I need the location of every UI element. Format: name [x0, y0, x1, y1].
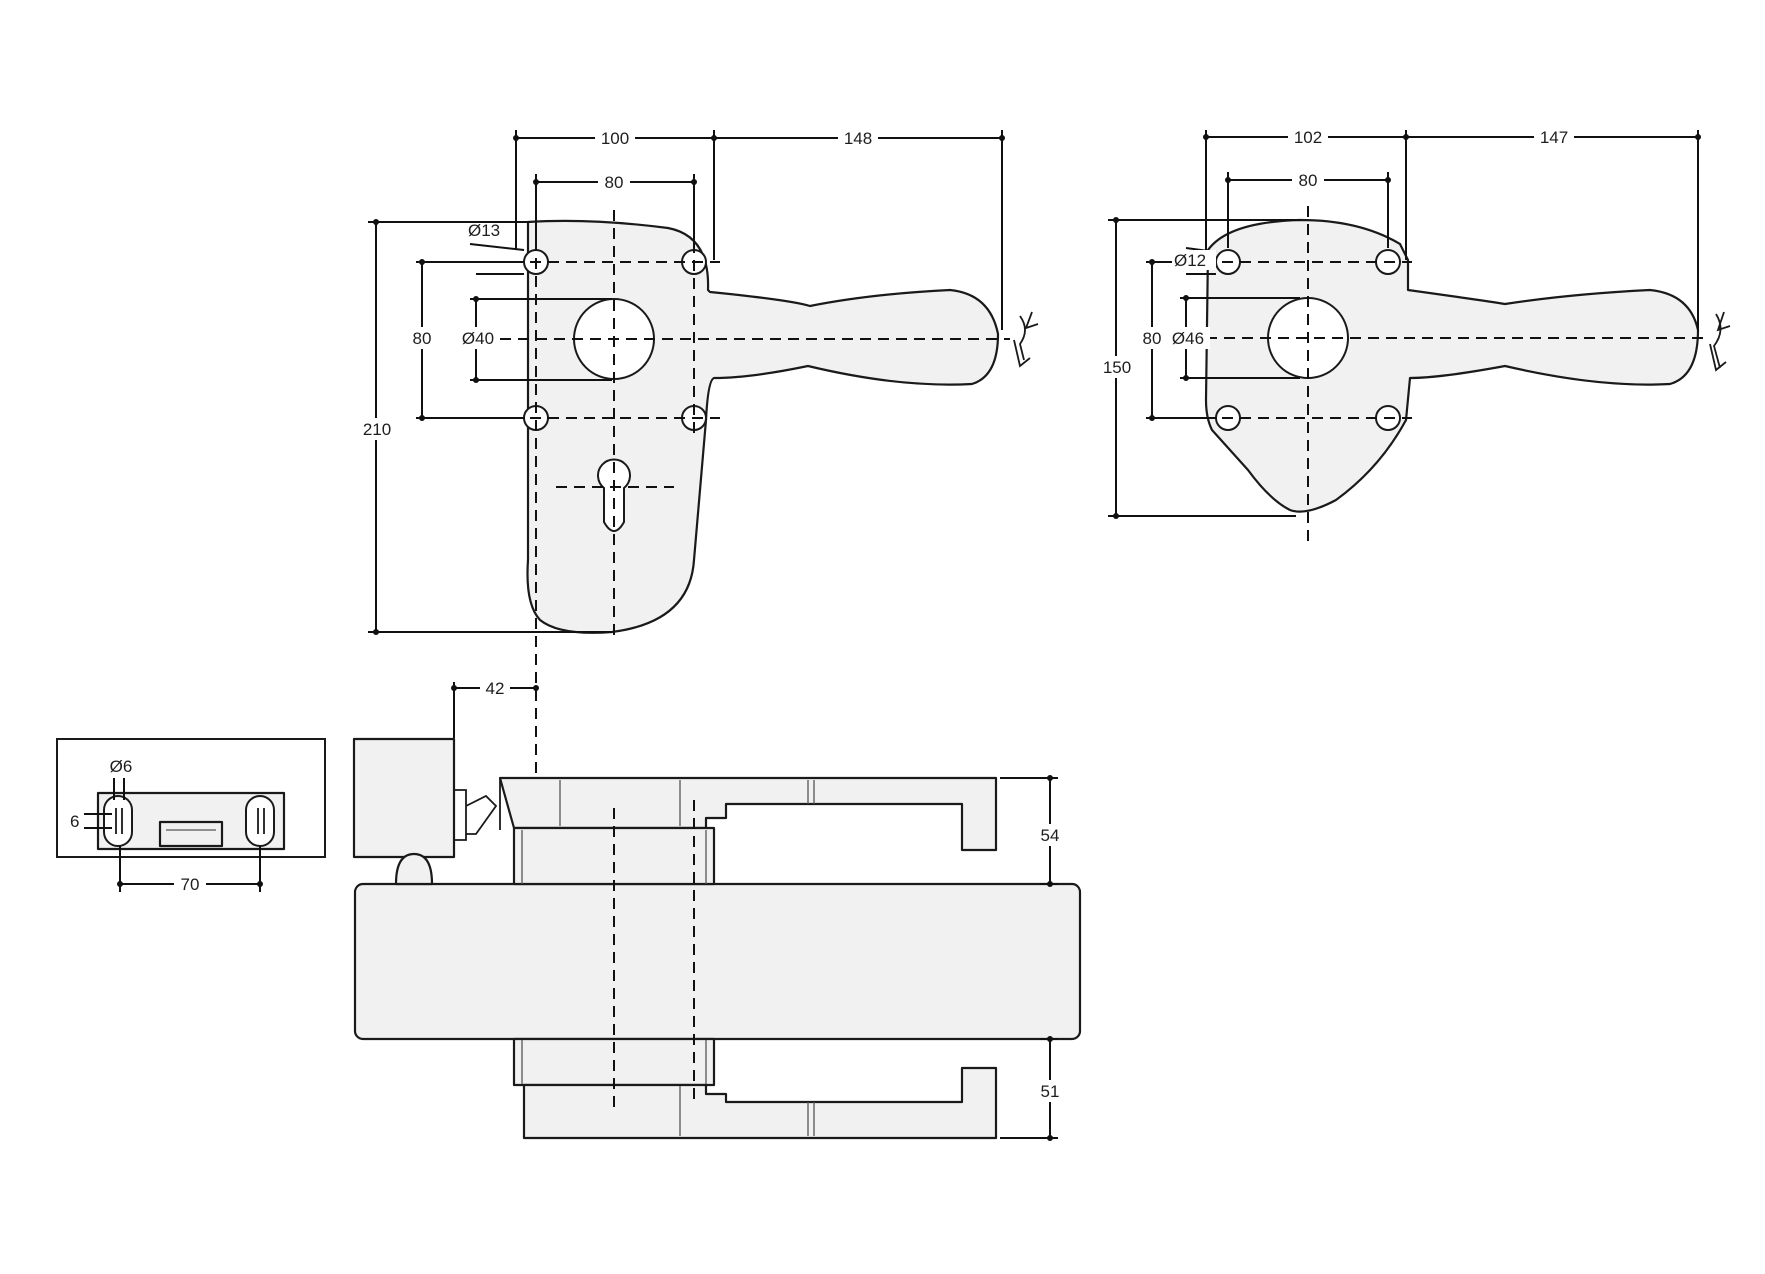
dim-label-offset: 42: [486, 679, 505, 698]
dim-label-vertical-spacing: 80: [1143, 329, 1162, 348]
dim-label-height: 150: [1103, 358, 1131, 377]
dim-label-vertical-spacing: 80: [413, 329, 432, 348]
dim-label-slot-diameter: Ø6: [110, 757, 133, 776]
dim-label-slot-width: 6: [70, 812, 79, 831]
dim-label-rose-diameter: Ø46: [1172, 329, 1204, 348]
keyhole-icon: [597, 458, 631, 532]
hinge-knuckle: [394, 852, 434, 886]
dim-label-height: 210: [363, 420, 391, 439]
hinge-block: [352, 737, 456, 859]
rotation-arrow-icon: [1013, 311, 1039, 368]
dim-label-slot-spacing: 70: [181, 875, 200, 894]
mounting-slot: [245, 795, 275, 847]
side-view: 42 54 51: [352, 678, 1082, 1141]
long-plate-view: 100 148 80 Ø13 210 80 Ø40: [358, 128, 1039, 1140]
door-panel: [353, 882, 1082, 1041]
dim-label-hole-diameter: Ø13: [468, 221, 500, 240]
center-clip: [158, 820, 224, 848]
dim-label-width: 102: [1294, 128, 1322, 147]
dim-label-width: 100: [601, 129, 629, 148]
slot-detail-view: Ø6 6 70: [56, 738, 326, 894]
hinge-bracket: [454, 789, 498, 841]
rotation-arrow-icon: [1709, 311, 1731, 372]
dim-label-hole-spacing: 80: [605, 173, 624, 192]
dim-label-hole-diameter: Ø12: [1174, 251, 1206, 270]
dim-label-rose-diameter: Ø40: [462, 329, 494, 348]
short-backplate-outline: [1204, 218, 1700, 513]
dim-label-lever-length: 148: [844, 129, 872, 148]
lower-lever-profile: [522, 1066, 998, 1140]
dim-label-lever-length: 147: [1540, 128, 1568, 147]
dim-label-bottom-projection: 51: [1041, 1082, 1060, 1101]
dim-label-hole-spacing: 80: [1299, 171, 1318, 190]
short-plate-view: 102 147 80 Ø12 150 80 Ø46: [1098, 127, 1731, 544]
long-backplate-outline: [526, 219, 1000, 634]
dim-label-top-projection: 54: [1041, 826, 1060, 845]
mounting-slot: [103, 795, 133, 847]
